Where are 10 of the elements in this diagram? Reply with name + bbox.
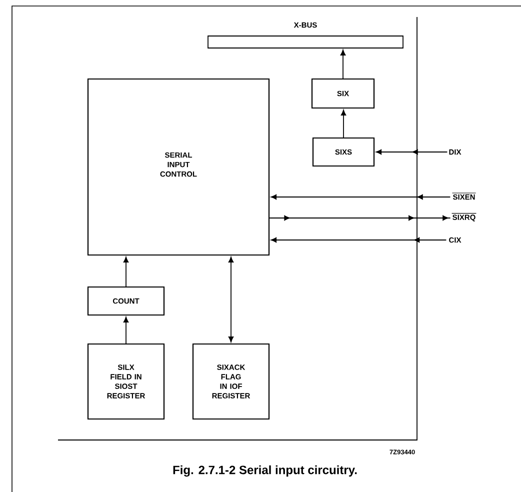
arrow xyxy=(123,316,129,344)
arrow xyxy=(340,110,346,138)
arrow xyxy=(228,256,234,342)
arrow xyxy=(376,149,448,155)
arrow xyxy=(270,194,451,200)
arrow xyxy=(269,215,451,221)
arrow xyxy=(123,256,129,287)
caption: Fig. 2.7.1-2 Serial input circuitry. xyxy=(173,465,357,477)
arrow xyxy=(270,237,447,243)
arrow xyxy=(340,50,346,79)
